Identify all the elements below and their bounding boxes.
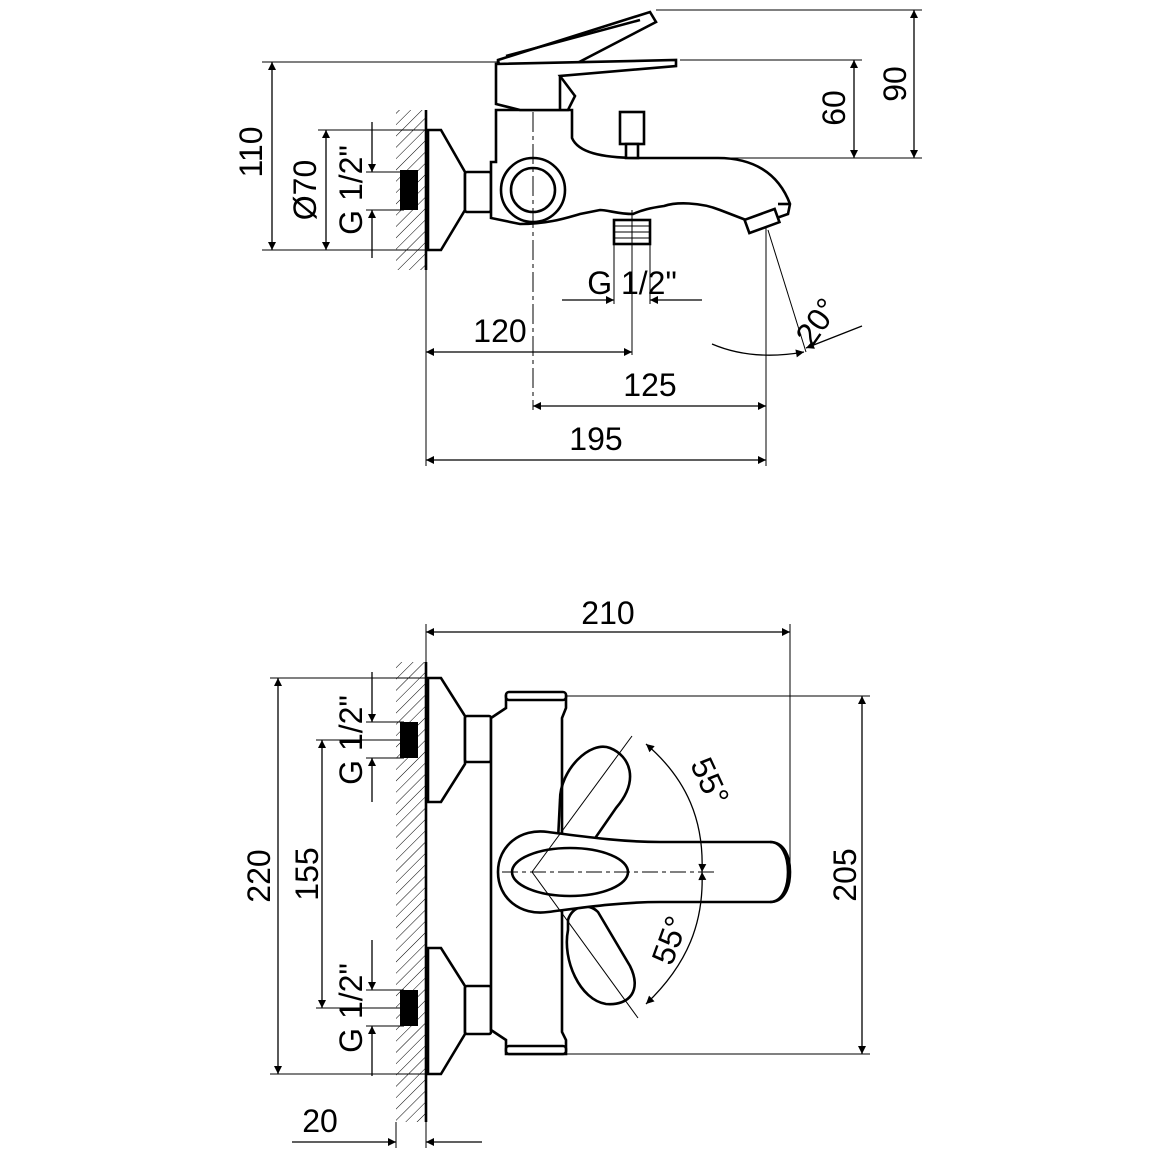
dim-angle-upper-label: 55° (683, 752, 736, 811)
top-view: 55° 55° 210 220 155 G 1/2" G 1/2" 20 (241, 595, 870, 1148)
angle-20-arc-right (805, 325, 863, 349)
dim-20-label: 20 (302, 1103, 338, 1139)
dim-90-label: 90 (877, 66, 913, 102)
angle-55-upper-arc (645, 743, 707, 873)
dim-thread-inlet-label: G 1/2" (333, 145, 369, 235)
angle-20-ext (767, 229, 807, 353)
dim-diameter-label: Ø70 (287, 160, 323, 220)
dim-thread-outlet-label: G 1/2" (587, 265, 677, 301)
connector-nut-side (463, 170, 493, 214)
lever-raised-line (505, 18, 641, 58)
arm-lower (531, 871, 639, 1019)
dim-thread-upper-label: G 1/2" (333, 695, 369, 785)
dim-110-label: 110 (233, 126, 269, 177)
dim-angle-lower-label: 55° (644, 911, 694, 969)
angle-55-lower-arc (645, 871, 707, 1005)
dim-60-label: 60 (816, 90, 852, 126)
dim-125-label: 125 (623, 367, 676, 403)
escutcheon-lower (426, 946, 467, 1076)
dim-205-label: 205 (827, 848, 863, 901)
side-view: 110 Ø70 G 1/2" G 1/2" 60 90 120 (233, 9, 922, 466)
diverter-stem (624, 142, 640, 160)
lever-lowered (494, 58, 678, 112)
inlet-thread-side (400, 170, 418, 210)
diverter-button (618, 110, 646, 146)
dim-155-label: 155 (289, 847, 325, 900)
aerator-side (742, 207, 782, 235)
dim-120-label: 120 (473, 313, 526, 349)
lever-ghost-lower (565, 905, 636, 1006)
cap-upper (504, 690, 568, 702)
dim-195-label: 195 (569, 421, 622, 457)
dim-220-label: 220 (241, 849, 277, 902)
escutcheon-upper (426, 676, 467, 804)
dim-thread-lower-label: G 1/2" (333, 963, 369, 1053)
dim-angle-label: 20° (788, 292, 845, 352)
inlet-thread-lower (400, 990, 418, 1026)
nut-lower (463, 984, 493, 1036)
nut-upper (463, 714, 493, 764)
angle-20-arc-left (711, 343, 805, 358)
arm-upper (531, 735, 633, 873)
mixer-body-side (489, 108, 792, 230)
cap-lower (504, 1044, 568, 1056)
escutcheon-side (426, 128, 467, 252)
inlet-thread-upper (400, 722, 418, 758)
lever-end (769, 840, 790, 904)
dim-210-label: 210 (581, 595, 634, 631)
